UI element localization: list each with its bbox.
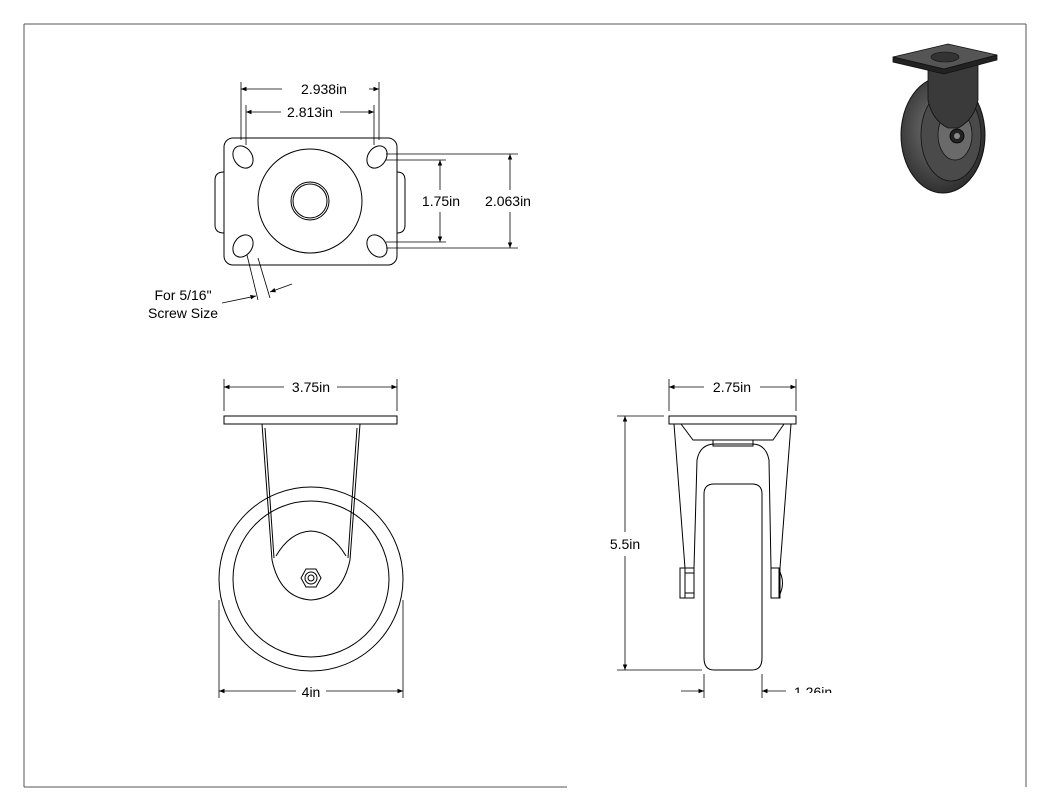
top-view-dimension-labels: 2.938in 2.813in 1.75in 2.063in For 5/16"… <box>148 80 531 321</box>
dim-label-side-plate-width: 2.75in <box>713 379 751 395</box>
top-view-dimensions <box>221 82 518 304</box>
dim-label-plate-height-outer: 2.063in <box>485 193 531 209</box>
dim-label-hole-spacing-vertical: 1.75in <box>422 193 460 209</box>
dim-label-wheel-width: 1.26in <box>794 684 832 700</box>
dim-label-plate-width-outer: 2.938in <box>301 81 347 97</box>
side-view <box>668 415 797 671</box>
drawing-frame <box>23 23 1027 788</box>
front-view <box>218 415 404 672</box>
dim-label-plate-width-inner: 2.813in <box>287 104 333 120</box>
dim-label-overall-height: 5.5in <box>610 536 640 552</box>
side-view-dimensions <box>617 379 797 698</box>
dim-label-front-plate-width: 3.75in <box>292 379 330 395</box>
front-view-dimensions <box>218 379 404 698</box>
front-view-dimension-labels: 3.75in 4in <box>292 379 330 700</box>
screw-note-line-1: For 5/16" <box>154 287 211 303</box>
caster-wheel-3d-icon <box>892 43 998 194</box>
side-view-dimension-labels: 2.75in 5.5in 1.26in <box>610 379 832 700</box>
top-view <box>214 137 406 266</box>
dim-label-wheel-diameter: 4in <box>302 684 321 700</box>
screw-note-line-2: Screw Size <box>148 305 218 321</box>
